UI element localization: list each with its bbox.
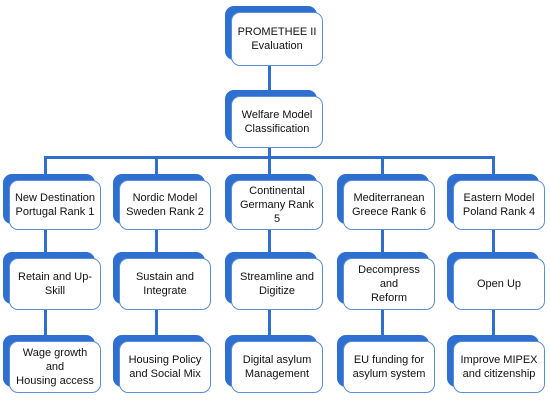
model-node-text: Eastern Model Poland Rank 4 <box>453 180 545 230</box>
action-node-5: Improve MIPEX and citizenship <box>447 335 545 393</box>
strategy-node-3: Streamline and Digitize <box>225 252 323 310</box>
action-node-text: Digital asylum Management <box>231 341 323 393</box>
connector-to-model-3 <box>268 156 271 174</box>
action-node-3: Digital asylum Management <box>225 335 323 393</box>
connector-to-model-5 <box>492 156 495 174</box>
model-node-text: Continental Germany Rank 5 <box>231 180 323 230</box>
connector-strategy-action-1 <box>44 310 47 335</box>
classification-node-text: Welfare Model Classification <box>231 96 323 148</box>
strategy-node-4: Decompress and Reform <box>337 252 435 310</box>
action-node-text: Housing Policy and Social Mix <box>119 341 211 393</box>
connector-to-model-4 <box>381 156 384 174</box>
model-node-1: New Destination Portugal Rank 1 <box>3 174 101 230</box>
action-node-text: Wage growth and Housing access <box>9 341 101 393</box>
connector-model-strategy-2 <box>155 230 158 252</box>
connector-classification-down <box>268 148 271 158</box>
connector-strategy-action-2 <box>155 310 158 335</box>
action-node-text: EU funding for asylum system <box>343 341 435 393</box>
strategy-node-1: Retain and Up- Skill <box>3 252 101 310</box>
strategy-node-text: Decompress and Reform <box>343 258 435 310</box>
root-node-text: PROMETHEE II Evaluation <box>231 12 323 66</box>
classification-node: Welfare Model Classification <box>225 90 323 148</box>
action-node-1: Wage growth and Housing access <box>3 335 101 393</box>
connector-strategy-action-5 <box>492 310 495 335</box>
model-node-text: Nordic Model Sweden Rank 2 <box>119 180 211 230</box>
model-node-5: Eastern Model Poland Rank 4 <box>447 174 545 230</box>
connector-model-strategy-3 <box>268 230 271 252</box>
strategy-node-text: Streamline and Digitize <box>231 258 323 310</box>
strategy-node-5: Open Up <box>447 252 545 310</box>
connector-model-strategy-5 <box>492 230 495 252</box>
model-node-2: Nordic Model Sweden Rank 2 <box>113 174 211 230</box>
action-node-4: EU funding for asylum system <box>337 335 435 393</box>
model-node-text: New Destination Portugal Rank 1 <box>9 180 101 230</box>
model-node-text: Mediterranean Greece Rank 6 <box>343 180 435 230</box>
strategy-node-text: Retain and Up- Skill <box>9 258 101 310</box>
strategy-node-text: Open Up <box>453 258 545 310</box>
root-node: PROMETHEE II Evaluation <box>225 6 323 66</box>
connector-to-model-2 <box>155 156 158 174</box>
connector-strategy-action-3 <box>268 310 271 335</box>
model-node-4: Mediterranean Greece Rank 6 <box>337 174 435 230</box>
strategy-node-2: Sustain and Integrate <box>113 252 211 310</box>
connector-model-strategy-4 <box>381 230 384 252</box>
connector-model-strategy-1 <box>44 230 47 252</box>
connector-to-model-1 <box>44 156 47 174</box>
connector-root-to-classification <box>268 66 271 90</box>
connector-strategy-action-4 <box>381 310 384 335</box>
strategy-node-text: Sustain and Integrate <box>119 258 211 310</box>
model-node-3: Continental Germany Rank 5 <box>225 174 323 230</box>
action-node-text: Improve MIPEX and citizenship <box>453 341 545 393</box>
action-node-2: Housing Policy and Social Mix <box>113 335 211 393</box>
